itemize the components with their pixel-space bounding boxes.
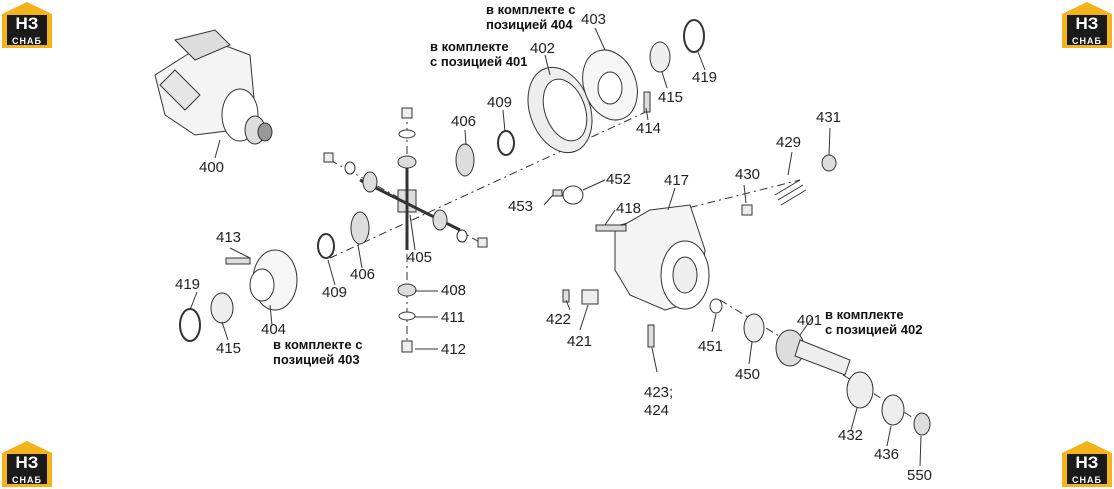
callout-423: 423; [644, 384, 674, 401]
logo-mark: НЗ [1075, 453, 1099, 472]
brand-logo-top-left: НЗ СНАБ [2, 2, 52, 48]
callout-401: 401 [797, 312, 823, 329]
bearing-432 [846, 371, 874, 409]
bearing-415-left [210, 292, 234, 324]
callout-400: 400 [199, 159, 225, 176]
brand-logo-top-right: НЗ СНАБ [1062, 2, 1112, 48]
ring-419-left [179, 308, 201, 342]
bolt-413 [225, 257, 251, 265]
breather-453 [552, 189, 563, 197]
callout-436: 436 [874, 446, 900, 463]
callout-550: 550 [907, 467, 933, 484]
note-kit-401: в комплекте с позицией 401 [430, 39, 527, 69]
logo-word: СНАБ [1072, 36, 1102, 46]
logo-word: СНАБ [12, 36, 42, 46]
callout-413: 413 [216, 229, 242, 246]
callout-424: 424 [644, 402, 670, 419]
note-line: в комплекте с [273, 337, 363, 352]
callout-408: 408 [441, 282, 467, 299]
callout-415-top: 415 [658, 89, 684, 106]
callout-452: 452 [606, 171, 632, 188]
case-half-403 [582, 49, 638, 121]
callout-412: 412 [441, 341, 467, 358]
callout-419-top: 419 [692, 69, 718, 86]
brand-logo-bottom-left: НЗ СНАБ [2, 441, 52, 487]
callout-402: 402 [530, 40, 556, 57]
axis-line [329, 109, 651, 259]
callout-453: 453 [508, 198, 534, 215]
callout-421: 421 [567, 333, 593, 350]
logo-badge-icon [1062, 2, 1112, 48]
spring-429 [774, 179, 807, 206]
callout-404: 404 [261, 321, 287, 338]
bearing-436 [881, 394, 905, 426]
logo-mark: НЗ [1075, 14, 1099, 33]
callout-409-bottom: 409 [322, 284, 348, 301]
ring-419-top [683, 19, 705, 53]
callout-430: 430 [735, 166, 761, 183]
carrier-housing-417 [614, 204, 710, 311]
bearing-415-top [649, 41, 671, 73]
callout-429: 429 [776, 134, 802, 151]
note-kit-403: в комплекте с позицией 403 [273, 337, 362, 367]
callout-419-left: 419 [175, 276, 201, 293]
bolt-423 [647, 324, 655, 348]
callout-451: 451 [698, 338, 724, 355]
assembled-differential-400 [154, 29, 273, 145]
case-half-404 [249, 249, 298, 311]
bolt-422 [562, 289, 570, 303]
oring-451 [709, 298, 723, 314]
callout-411: 411 [441, 309, 465, 326]
note-line: в комплекте [825, 307, 904, 322]
callout-432: 432 [838, 427, 864, 444]
callout-414: 414 [636, 120, 662, 137]
callout-431: 431 [816, 109, 842, 126]
callout-405: 405 [407, 249, 433, 266]
callout-415-bottom: 415 [216, 340, 242, 357]
washer-409-bottom [317, 233, 335, 259]
callout-418: 418 [616, 200, 642, 217]
nut-431 [821, 154, 837, 172]
note-kit-404: в комплекте с позицией 404 [486, 2, 575, 32]
callout-403: 403 [581, 11, 607, 28]
callout-417: 417 [664, 172, 690, 189]
note-line: позицией 404 [486, 17, 573, 32]
logo-mark: НЗ [15, 453, 39, 472]
callout-406-bottom: 406 [350, 266, 376, 283]
callout-409-top: 409 [487, 94, 513, 111]
note-line: с позицией 401 [430, 54, 528, 69]
callout-422: 422 [546, 311, 572, 328]
logo-word: СНАБ [1072, 475, 1102, 485]
bolt-414 [643, 91, 651, 113]
bearing-450 [743, 313, 765, 343]
note-line: в комплекте [430, 39, 509, 54]
logo-word: СНАБ [12, 475, 42, 485]
note-line: в комплекте с [486, 2, 576, 17]
callout-406-top: 406 [451, 113, 477, 130]
bracket-421 [581, 289, 599, 305]
circlip-452 [562, 185, 584, 205]
logo-badge-icon [1062, 441, 1112, 487]
logo-mark: НЗ [15, 14, 39, 33]
bolt-418 [595, 224, 627, 232]
note-kit-402: в комплекте с позицией 402 [825, 307, 922, 337]
nut-550 [913, 412, 931, 436]
side-gear-406-bottom [350, 211, 370, 245]
note-line: позицией 403 [273, 352, 360, 367]
brand-logo-bottom-right: НЗ СНАБ [1062, 441, 1112, 487]
logo-badge-icon [2, 441, 52, 487]
note-line: с позицией 402 [825, 322, 923, 337]
side-gear-406-top [455, 143, 475, 177]
plug-430 [741, 204, 753, 216]
logo-badge-icon [2, 2, 52, 48]
drive-pinion-401 [775, 329, 851, 376]
washer-409-top [497, 130, 515, 156]
callout-450: 450 [735, 366, 761, 383]
